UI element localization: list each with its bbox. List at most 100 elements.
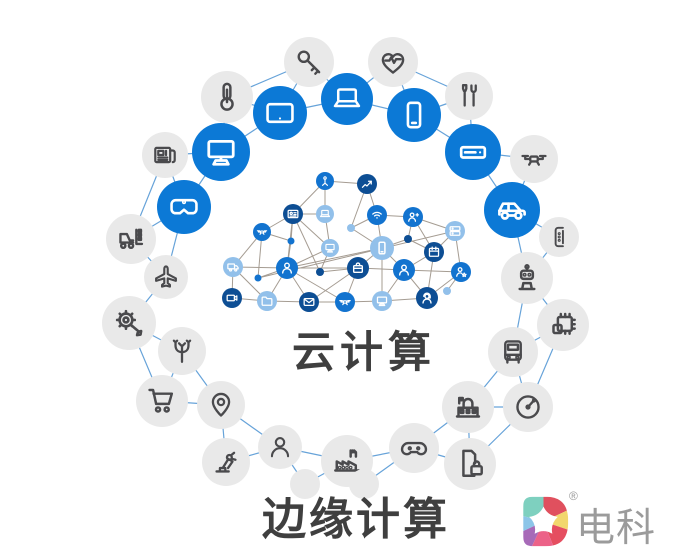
doclock-icon: [462, 449, 483, 477]
starperson-icon: [456, 267, 467, 278]
ring-icon-newspaper: [142, 132, 188, 178]
calendar-icon: [428, 246, 440, 257]
ring-icon-key: [284, 37, 334, 87]
factory-icon: [334, 449, 360, 472]
ring-icon-doclock: [444, 438, 496, 490]
pin-icon: [211, 392, 231, 417]
ring-icon-door: [539, 217, 579, 257]
car-icon: [498, 202, 526, 220]
ring-icon-bus: [488, 327, 538, 377]
monitor-icon: [325, 243, 335, 253]
laptop-icon: [333, 88, 361, 108]
cloud-computing-label: 云计算: [292, 329, 436, 377]
cloud-node-dot: [254, 274, 262, 282]
ring-icon-heart: [368, 37, 418, 87]
ring-icons: [102, 37, 589, 499]
chart-icon: [361, 180, 372, 188]
cloud-node-monitor: [372, 291, 392, 311]
mail-icon: [303, 298, 315, 306]
robotarm-icon: [215, 451, 237, 473]
person-icon: [270, 437, 290, 458]
cloud-node-laptop: [316, 205, 334, 223]
ring-icon-tablet: [253, 86, 307, 140]
chip-icon: [552, 312, 576, 336]
cloud-node-starperson: [451, 262, 471, 282]
ring-icon-corn: [158, 327, 206, 375]
forklift-icon: [119, 228, 144, 250]
ring-icon-pin: [197, 381, 245, 429]
tablet-icon: [266, 102, 294, 124]
drone-icon: [256, 230, 268, 235]
cloud-node-dot: [404, 235, 412, 243]
door-icon: [554, 226, 564, 248]
folder-icon: [261, 296, 273, 306]
gear-icon: [115, 309, 143, 337]
gauge-icon: [516, 395, 540, 419]
robot-icon: [518, 264, 536, 291]
newspaper-icon: [154, 146, 176, 164]
truck-icon: [227, 263, 239, 272]
phone-icon: [406, 101, 422, 129]
cloud-node-personmini: [276, 257, 298, 279]
cloud-node-drone: [253, 223, 271, 241]
drone-icon: [521, 154, 547, 166]
thermometer-icon: [220, 82, 234, 111]
cloud-node-personplus: [403, 207, 423, 227]
heart-icon: [381, 53, 405, 74]
cloud-node-wifi: [367, 205, 387, 225]
logo-petal: [531, 521, 555, 547]
ring-icon-cart: [136, 375, 188, 427]
ring-icon-blank1: [290, 469, 320, 499]
ring-icon-gauge: [503, 382, 553, 432]
ring-icon-robotarm: [202, 438, 250, 486]
cloud-node-camera: [222, 288, 242, 308]
ring-icon-thermometer: [201, 71, 253, 123]
cloud-node-drone: [335, 292, 355, 312]
cloud-node-dot: [287, 237, 295, 245]
ring-icon-game: [389, 423, 439, 473]
antenna-icon: [321, 176, 329, 186]
headset-icon: [422, 292, 432, 304]
personmini-icon: [281, 262, 293, 274]
cloud-node-antenna: [316, 172, 334, 190]
ring-icon-school: [442, 381, 494, 433]
bag-icon: [352, 262, 364, 274]
cloud-node-bag: [347, 257, 369, 279]
cloud-node-dot: [443, 287, 451, 295]
cloud-node-headset: [416, 287, 438, 309]
monitor-icon: [207, 140, 235, 166]
router-icon: [459, 145, 487, 159]
airplane-icon: [155, 265, 177, 288]
logo-petal: [523, 514, 544, 534]
cloud-node-monitor: [321, 239, 339, 257]
cloud-node-truck: [223, 257, 243, 277]
monitor-icon: [376, 296, 388, 307]
ring-icon-person: [258, 425, 302, 469]
diankeji-logo: ® 电科技: [517, 489, 695, 553]
cloud-node-calendar: [424, 242, 444, 262]
ring-icon-forklift: [106, 214, 156, 264]
game-icon: [400, 441, 428, 456]
cloud-node-dot: [347, 224, 355, 232]
cloud-node-mail: [299, 292, 319, 312]
ring-icon-airplane: [144, 255, 188, 299]
cloud-node-folder: [257, 291, 277, 311]
cloud-node-card: [283, 204, 303, 224]
school-icon: [455, 396, 481, 418]
cart-icon: [148, 388, 174, 413]
ring-icon-router: [445, 124, 501, 180]
edge-computing-label: 边缘计算: [262, 495, 450, 544]
ring-icon-chip: [537, 299, 589, 351]
ring-icon-drone: [510, 135, 558, 183]
ring-icon-phone: [387, 88, 441, 142]
key-icon: [297, 50, 321, 75]
logo-star: [529, 506, 558, 534]
corn-icon: [172, 339, 192, 363]
phone-icon: [378, 241, 386, 255]
cloud-node-dot: [316, 268, 324, 276]
ring-icon-monitor: [192, 123, 250, 181]
diankeji-logo-mark-icon: [523, 496, 569, 547]
cloud-node-server: [445, 221, 465, 241]
